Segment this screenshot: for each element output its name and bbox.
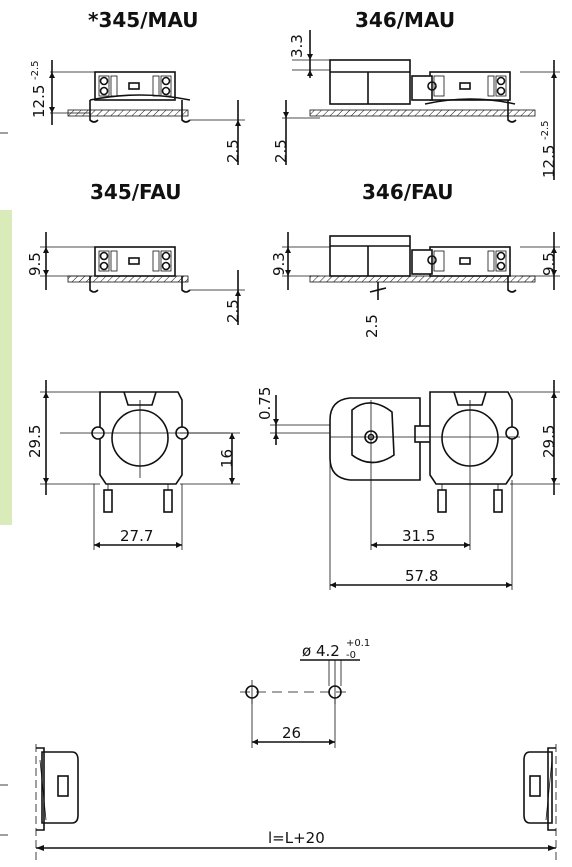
title-345-fau: 345/FAU xyxy=(90,180,182,204)
side-band xyxy=(0,210,12,525)
title-346-mau: 346/MAU xyxy=(355,8,455,32)
dim-57-8: 57.8 xyxy=(405,567,438,585)
view-front-right xyxy=(270,380,560,590)
dim-hole-diameter: ø 4.2 xyxy=(302,642,340,660)
dim-hole-tol-up: +0.1 xyxy=(346,638,370,649)
dim-16: 16 xyxy=(218,449,236,468)
dim-27-7: 27.7 xyxy=(120,527,153,545)
dim-9-5-b: 9.5 xyxy=(540,252,558,276)
dim-2-5-d: 2.5 xyxy=(363,314,381,338)
view-overall-length xyxy=(35,744,557,860)
dim-2-5-a: 2.5 xyxy=(224,139,242,163)
view-346-mau xyxy=(282,30,560,180)
dim-overall-length: l=L+20 xyxy=(268,829,325,847)
dim-0-75: 0.75 xyxy=(256,387,274,420)
dim-31-5: 31.5 xyxy=(402,527,435,545)
dim-9-5-a: 9.5 xyxy=(26,252,44,276)
dim-2-5-c: 2.5 xyxy=(224,299,242,323)
dim-12-5-b-tol: -2.5 xyxy=(540,120,551,140)
dim-29-5-a: 29.5 xyxy=(26,425,44,458)
view-front-left xyxy=(40,380,240,550)
dim-29-5-b: 29.5 xyxy=(540,425,558,458)
view-346-fau xyxy=(282,232,560,300)
title-345-mau: *345/MAU xyxy=(88,8,199,32)
dim-12-5-b: 12.5 xyxy=(540,145,558,178)
view-345-fau xyxy=(40,232,245,325)
view-345-mau xyxy=(49,60,245,165)
dim-2-5-b: 2.5 xyxy=(272,139,290,163)
dim-3-3: 3.3 xyxy=(288,34,306,58)
title-346-fau: 346/FAU xyxy=(362,180,454,204)
dim-9-3: 9.3 xyxy=(270,252,288,276)
view-hole-spacing xyxy=(240,659,360,748)
dim-hole-tol-dn: -0 xyxy=(346,650,356,661)
dim-26: 26 xyxy=(282,724,301,742)
dim-12-5-a-tol: -2.5 xyxy=(30,60,41,80)
dim-12-5-a: 12.5 xyxy=(30,85,48,118)
